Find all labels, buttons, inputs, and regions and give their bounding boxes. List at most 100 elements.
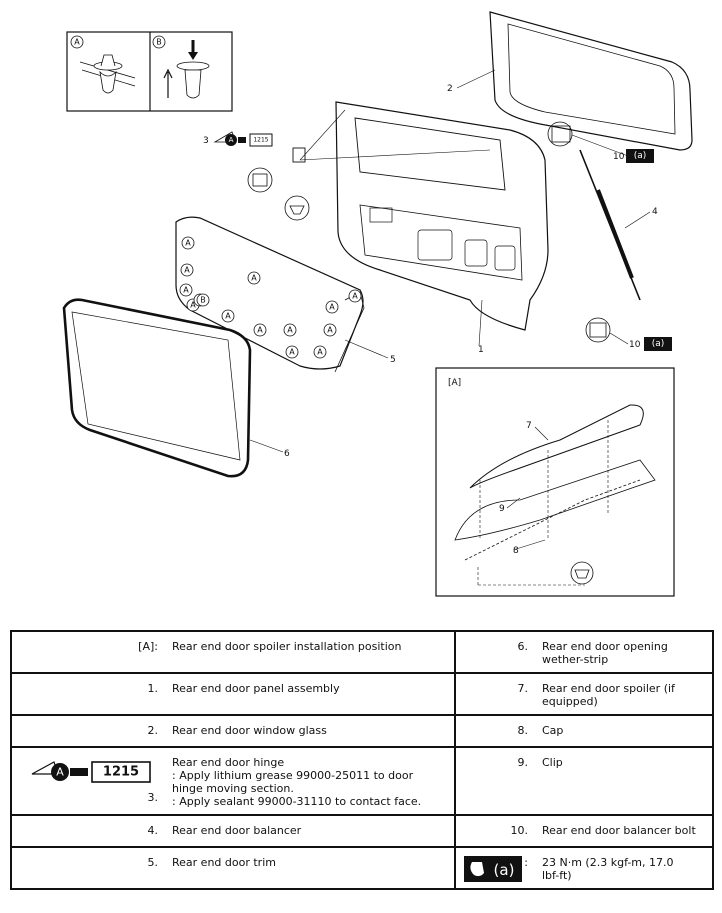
legend-right-cell: 9. Clip [454,746,714,816]
legend-right-cell: 6. Rear end door opening wether-strip [454,630,714,674]
trim-clip-marker-label: A [352,292,358,301]
trim-clip-marker-label: A [257,326,263,335]
legend-left-cell: 2.Rear end door window glass [10,714,456,748]
callout-10-bottom: 10 [629,340,641,350]
legend-right-text: Rear end door balancer bolt [542,824,696,837]
legend-left-text: Rear end door spoiler installation posit… [172,640,402,653]
legend-right-number: 6. [517,640,529,653]
trim-clip-marker [221,309,235,323]
legend-left-text: Rear end door hinge : Apply lithium grea… [172,756,422,808]
trim-clip-marker-label: A [287,326,293,335]
inset-clip-a-label: A [74,38,80,47]
legend-row: [A]: Rear end door spoiler installation p… [10,630,714,674]
door-hinge [247,109,491,221]
trim-clip-marker-label: A [184,266,190,275]
callout-1: 1 [478,345,484,355]
svg-text:(a): (a) [652,339,665,349]
callout-5: 5 [390,355,396,365]
callouts: 1 2 3 4 5 6 7 8 9 10 10 [203,84,658,556]
trim-clip-marker [323,323,337,337]
legend-right-text: Rear end door spoiler (if equipped) [542,682,675,708]
legend-left-number: 2. [147,724,159,737]
trim-clip-marker-label: A [327,326,333,335]
inset-clip-b-label: B [156,38,162,47]
legend-row: A 1215 3. Rear end door hinge : Apply lithi… [10,746,714,816]
legend-row: 5.Rear end door trim (a): 23 N·m (2.3 kgf-… [10,846,714,890]
callout-3: 3 [203,136,209,146]
trim-clip-marker-label: B [200,296,206,305]
legend-left-text: Rear end door trim [172,856,276,869]
callout-4: 4 [652,207,658,217]
legend-sealant-label: 1215 [103,765,139,780]
legend-left-cell: 1. Rear end door panel assembly [10,672,456,716]
legend-row: 1. Rear end door panel assembly 7. Rear end… [10,672,714,716]
legend-right-cell: 8. Cap [454,714,714,748]
legend-right-number: 10. [510,824,529,837]
trim-clip-marker-label: A [183,286,189,295]
legend-left-number: [A]: [138,640,158,653]
callout-2: 2 [447,84,453,94]
legend-torque-label: (a) [494,861,515,879]
legend-left-number: 4. [147,824,159,837]
legend-right-cell: 10. Rear end door balancer bolt [454,814,714,848]
legend-right-cell: 7. Rear end door spoiler (if equipped) [454,672,714,716]
callout-7: 7 [526,421,532,431]
trim-clip-marker-label: A [289,348,295,357]
legend-right-text: Cap [542,724,564,737]
rear-window-glass [489,11,693,151]
torque-icon-top: (a) [626,149,654,163]
legend-row: 4. Rear end door balancer 10. Rear end door… [10,814,714,848]
grease-label: A [229,136,234,144]
trim-clip-marker-label: A [190,301,196,310]
legend-left-cell: 4. Rear end door balancer [10,814,456,848]
legend-right-number: : [524,856,528,869]
callout-8: 8 [513,546,519,556]
legend-right-text: Clip [542,756,563,769]
legend-right-text: Rear end door opening wether-strip [542,640,668,666]
legend-row: 2.Rear end door window glass 8. Cap [10,714,714,748]
trim-clip-marker [283,323,297,337]
spoiler-inset: [A] [435,367,675,597]
torque-icon-bottom: (a) [644,337,672,351]
legend-left-cell: [A]: Rear end door spoiler installation p… [10,630,456,674]
legend-right-number: 8. [517,724,529,737]
legend-left-number: 3. [147,791,159,804]
trim-clip-marker [325,300,339,314]
trim-clip-marker [348,289,362,303]
trim-clip-marker-label: A [225,312,231,321]
legend-grease-label: A [56,766,64,779]
trim-clip-marker [253,323,267,337]
legend-left-text: Rear end door balancer [172,824,302,837]
spoiler-inset-label: [A] [448,378,461,388]
trim-clip-marker [196,293,210,307]
torque-icon: (a) [464,856,523,882]
legend-left-number: 1. [147,682,159,695]
legend-right-text: 23 N·m (2.3 kgf-m, 17.0 lbf-ft) [542,856,674,882]
trim-clip-marker [313,345,327,359]
trim-clip-marker-label: A [185,239,191,248]
callout-9: 9 [499,504,505,514]
callout-10-top: 10 [613,152,625,162]
rear-door-panel [335,101,549,331]
legend-table: [A]: Rear end door spoiler installation p… [10,630,714,890]
grease-sealant-icon: A 1215 [31,761,151,783]
exploded-diagram: A B [62,11,693,597]
door-balancer [547,121,641,343]
hinge-grease-sealant-icons: A 1215 [213,131,273,147]
clip-inset: A B [66,31,233,112]
trim-clip-marker [247,271,261,285]
trim-clip-marker-label: A [329,303,335,312]
trim-clip-marker [179,283,193,297]
legend-right-number: 7. [517,682,529,695]
callout-6: 6 [284,449,290,459]
trim-clip-marker-label: A [317,348,323,357]
trim-clip-marker-label: A [251,274,257,283]
legend-left-text: Rear end door panel assembly [172,682,340,695]
sealant-label: 1215 [253,137,268,144]
trim-clip-marker [180,263,194,277]
legend-left-cell: 5.Rear end door trim [10,846,456,890]
legend-right-number: 9. [517,756,529,769]
weather-strip [62,298,252,478]
legend-left-cell: A 1215 3. Rear end door hinge : Apply lithi… [10,746,456,816]
trim-clip-marker [181,236,195,250]
